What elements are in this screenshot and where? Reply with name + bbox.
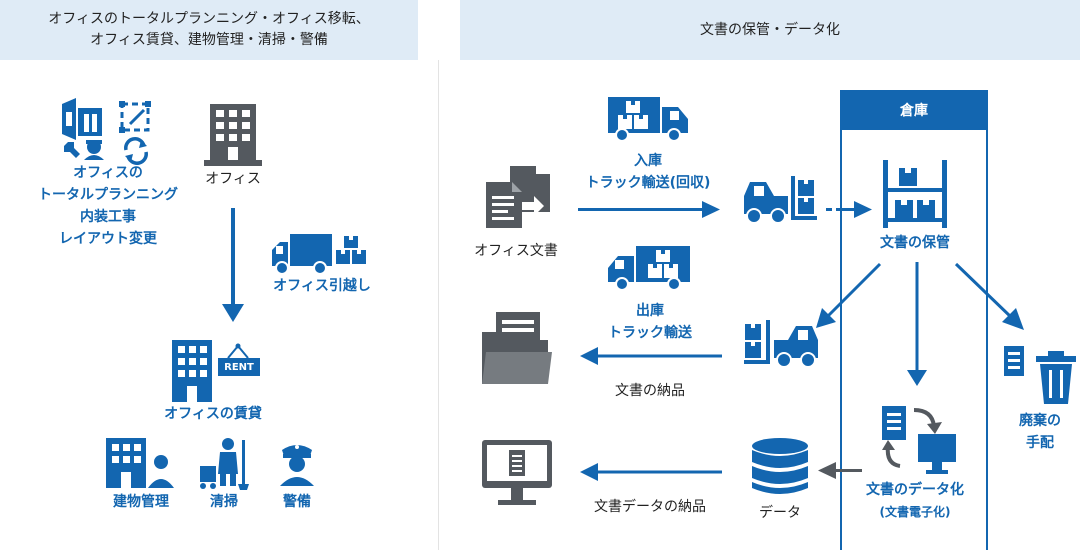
security-guard-icon <box>280 445 314 486</box>
outbound-line2: トラック輸送 <box>608 325 692 341</box>
arrow-to-forklift <box>578 201 720 218</box>
digitization-label: 文書のデータ化 <box>866 482 964 498</box>
arrow-storage-to-disposal <box>954 262 1024 330</box>
storage-shelf-icon <box>883 160 947 228</box>
rental-building-icon <box>172 340 260 402</box>
arrow-to-storage <box>826 201 872 218</box>
outbound-line1: 出庫 <box>636 303 664 319</box>
office-label: オフィス <box>205 171 261 187</box>
disposal-line1: 廃棄の <box>1019 413 1061 429</box>
interior-work: 内装工事 <box>80 209 136 225</box>
cleaning-icon <box>200 438 249 490</box>
layout-change: レイアウト変更 <box>59 231 157 247</box>
planning-line1: オフィスの <box>73 165 143 181</box>
security-label: 警備 <box>283 494 311 510</box>
planning-line2: トータルプランニング <box>38 187 178 203</box>
left-header-line2: オフィス賃貸、建物管理・清掃・警備 <box>90 32 328 48</box>
arrow-storage-to-digitize <box>907 262 927 386</box>
office-documents-icon <box>486 166 550 228</box>
planning-label: オフィスの トータルプランニング <box>0 162 216 206</box>
outbound-label: 出庫 トラック輸送 <box>580 300 720 344</box>
outbound-truck-icon <box>608 246 690 291</box>
database-icon <box>752 438 808 494</box>
forklift-icon-out <box>744 320 818 368</box>
data-label: データ <box>759 505 801 521</box>
inbound-truck-icon <box>608 97 688 142</box>
right-header-title: 文書の保管・データ化 <box>700 21 840 38</box>
left-header: オフィスのトータルプランニング・オフィス移転、 オフィス賃貸、建物管理・清掃・警… <box>0 0 418 60</box>
arrow-to-data-delivery <box>580 463 722 481</box>
arrow-storage-to-outbound <box>816 262 882 328</box>
inbound-label: 入庫 トラック輸送(回収) <box>568 150 728 194</box>
flow-arrow-down <box>222 208 244 322</box>
planning-icon <box>62 98 151 165</box>
right-header: 文書の保管・データ化 <box>460 0 1080 60</box>
building-management-icon <box>106 438 174 488</box>
office-docs-label: オフィス文書 <box>474 243 558 259</box>
rental-label: オフィスの賃貸 <box>164 406 262 422</box>
moving-label: オフィス引越し <box>273 278 371 294</box>
office-building-icon <box>204 104 262 166</box>
forklift-icon-in <box>744 176 817 224</box>
warehouse-label: 倉庫 <box>900 103 928 119</box>
arrow-to-data <box>818 462 862 479</box>
building-management-label: 建物管理 <box>113 494 169 510</box>
left-header-line1: オフィスのトータルプランニング・オフィス移転、 <box>48 11 370 27</box>
moving-truck-icon <box>272 234 366 275</box>
storage-label: 文書の保管 <box>880 235 950 251</box>
rent-sign-text: RENT <box>224 362 254 373</box>
arrow-to-delivery <box>580 347 722 365</box>
interior-label: 内装工事 レイアウト変更 <box>0 206 216 250</box>
document-folder-icon <box>482 312 552 384</box>
section-divider <box>438 60 439 550</box>
cleaning-label: 清掃 <box>210 494 238 510</box>
delivery-label: 文書の納品 <box>615 383 685 399</box>
inbound-line2: トラック輸送(回収) <box>585 175 711 191</box>
warehouse-header: 倉庫 <box>840 90 988 130</box>
monitor-icon <box>482 440 552 505</box>
digitization-sub-label: (文書電子化) <box>879 505 951 519</box>
data-delivery-label: 文書データの納品 <box>594 499 706 515</box>
disposal-label: 廃棄の 手配 <box>1000 410 1080 454</box>
disposal-line2: 手配 <box>1026 435 1054 451</box>
inbound-line1: 入庫 <box>634 153 662 169</box>
disposal-trash-icon <box>1004 346 1076 404</box>
digitization-icon <box>882 406 956 474</box>
